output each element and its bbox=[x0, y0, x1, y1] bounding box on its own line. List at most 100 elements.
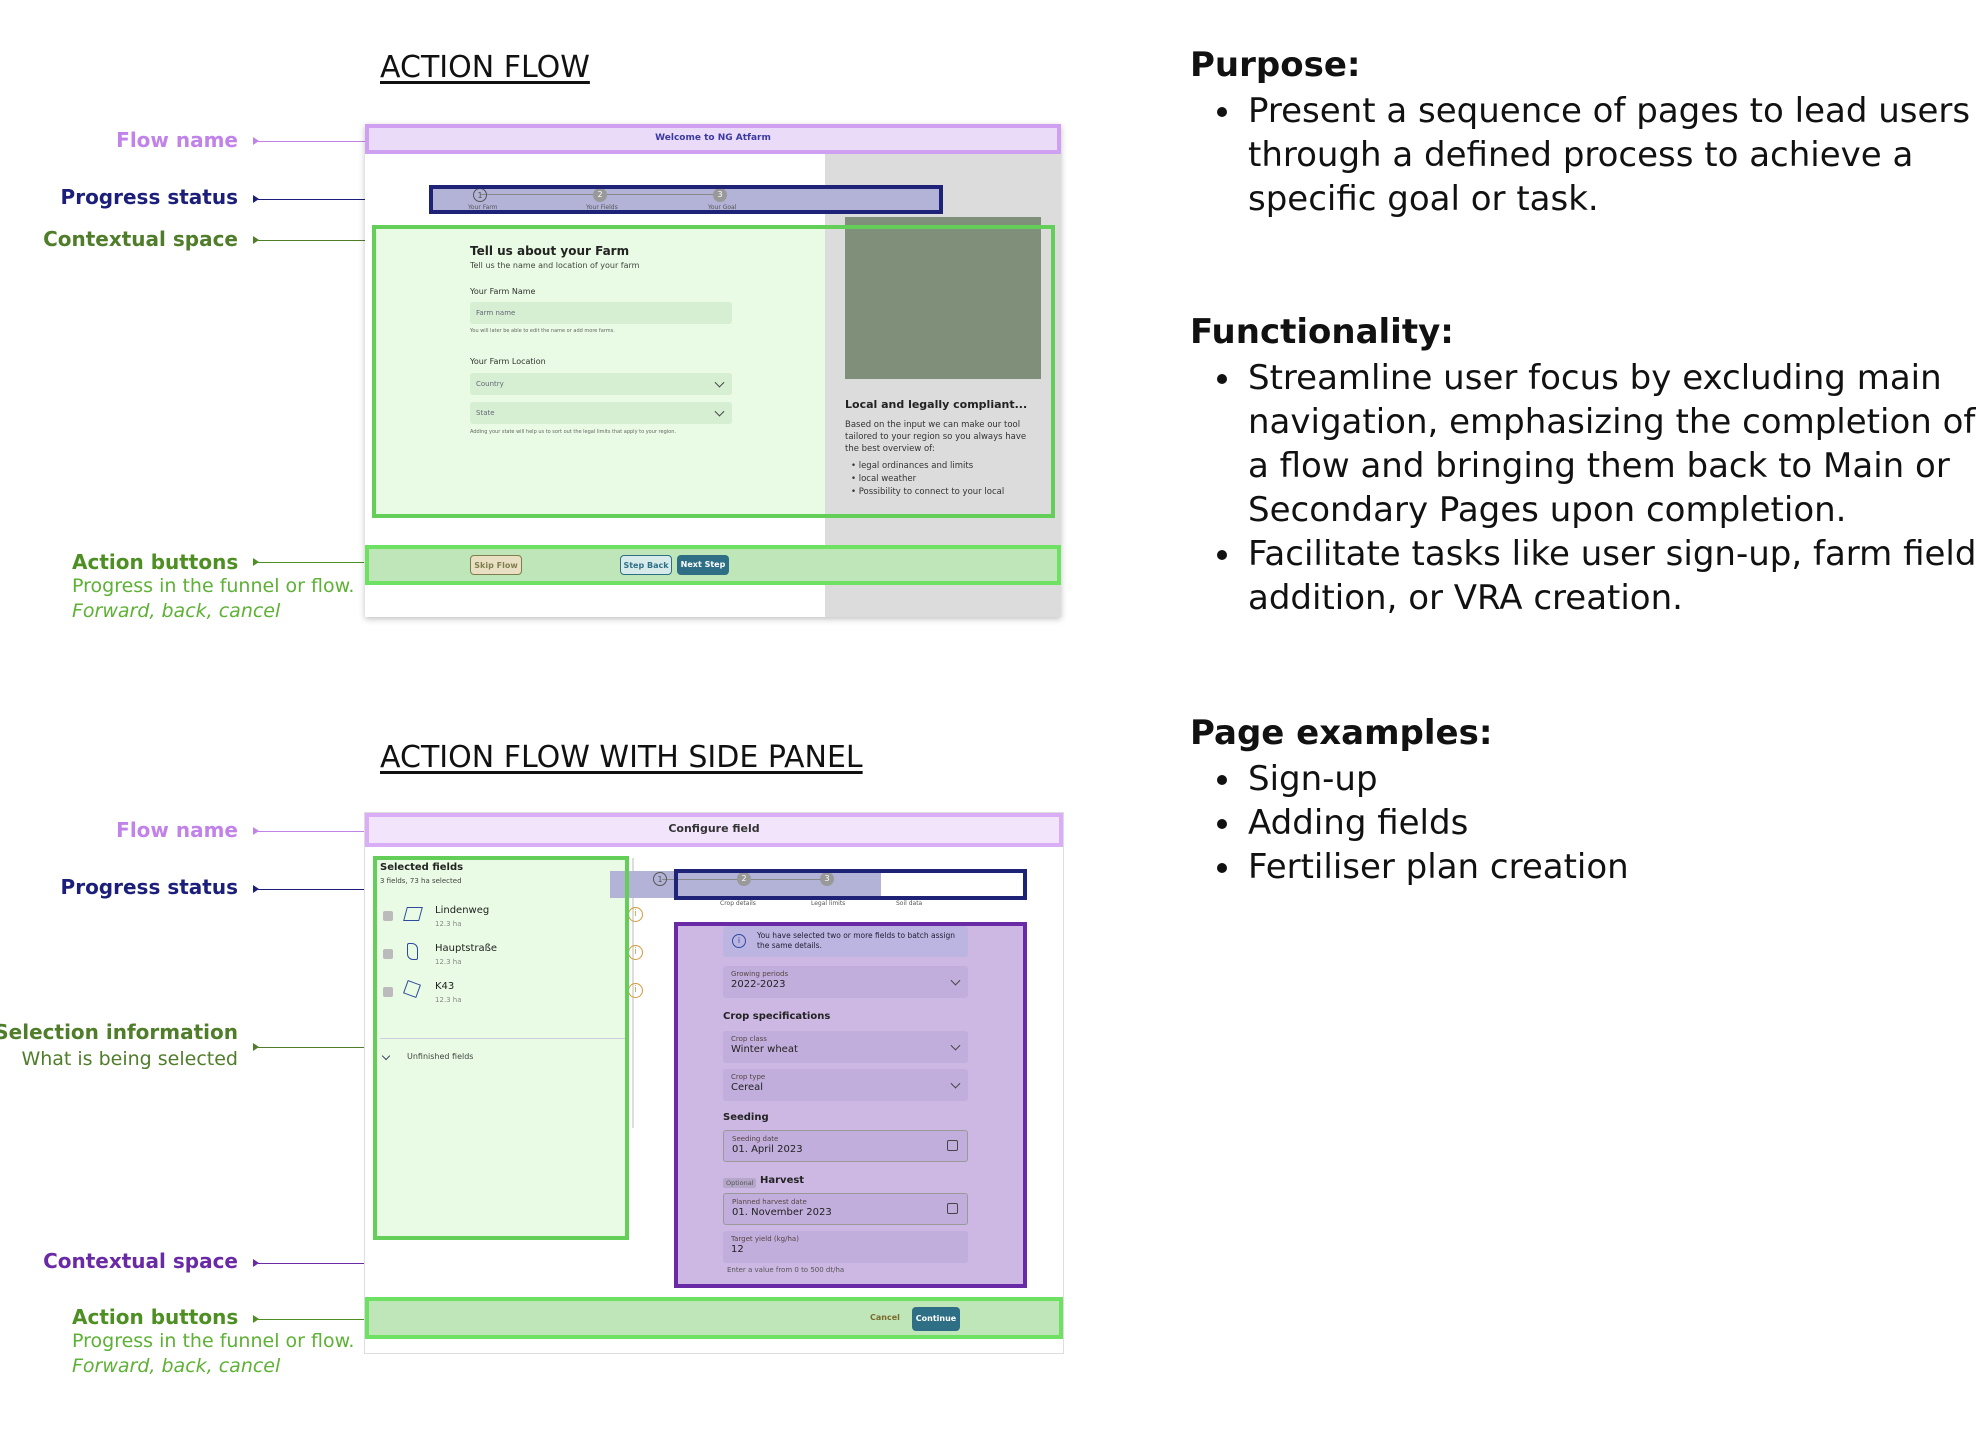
step-label: Your Goal bbox=[708, 204, 737, 211]
form-heading: Tell us about your Farm bbox=[470, 244, 630, 258]
highlight-flow-name bbox=[365, 813, 1063, 847]
side-bullet: • local weather bbox=[851, 474, 917, 484]
unfinished-fields-toggle[interactable]: Unfinished fields bbox=[407, 1052, 474, 1061]
functionality-heading: Functionality: bbox=[1190, 312, 1454, 352]
target-yield-input[interactable]: Target yield (kg/ha)12 bbox=[723, 1231, 968, 1263]
annotation-progress-status: Progress status bbox=[60, 185, 238, 209]
skip-flow-button[interactable]: Skip Flow bbox=[470, 555, 522, 575]
page-example-item: Fertiliser plan creation bbox=[1244, 845, 1980, 889]
connector-line bbox=[253, 827, 364, 835]
info-icon[interactable]: i bbox=[628, 983, 643, 998]
divider bbox=[380, 1038, 625, 1039]
step-label: Your Fields bbox=[586, 204, 618, 211]
annotation-action-buttons: Action buttons Progress in the funnel or… bbox=[72, 1305, 355, 1377]
highlight-progress-status bbox=[429, 185, 943, 214]
annotation-flow-name: Flow name bbox=[116, 128, 238, 152]
highlight-flow-name bbox=[365, 124, 1061, 154]
step-back-button[interactable]: Step Back bbox=[620, 555, 672, 575]
page-example-item: Adding fields bbox=[1244, 801, 1980, 845]
highlight-progress-status bbox=[674, 869, 1027, 900]
farm-name-input[interactable]: Farm name bbox=[470, 302, 732, 324]
connector-line bbox=[253, 558, 364, 566]
annotation-progress-status: Progress status bbox=[60, 875, 238, 899]
highlight-action-buttons bbox=[365, 1297, 1063, 1339]
side-bullet: • legal ordinances and limits bbox=[851, 461, 974, 471]
page-examples-section: Page examples: Sign-up Adding fields Fer… bbox=[1190, 713, 1980, 889]
step-indicator-1[interactable]: 1 bbox=[653, 872, 667, 886]
step-label: Legal limits bbox=[811, 900, 846, 907]
functionality-section: Functionality: Streamline user focus by … bbox=[1190, 312, 1980, 620]
state-select[interactable]: State bbox=[470, 402, 732, 424]
optional-badge: Optional bbox=[723, 1178, 757, 1188]
continue-button[interactable]: Continue bbox=[912, 1307, 960, 1331]
farm-name-hint: You will later be able to edit the name … bbox=[470, 328, 615, 334]
annotation-flow-name: Flow name bbox=[116, 818, 238, 842]
farm-name-label: Your Farm Name bbox=[470, 287, 536, 296]
next-step-button[interactable]: Next Step bbox=[677, 555, 729, 575]
form-subheading: Tell us the name and location of your fa… bbox=[470, 261, 640, 270]
calendar-icon[interactable] bbox=[947, 1203, 958, 1214]
step-indicator-2[interactable]: 2 bbox=[737, 872, 751, 886]
connector-line bbox=[253, 1043, 370, 1051]
state-hint: Adding your state will help us to sort o… bbox=[470, 429, 676, 435]
panel-title: Selected fields bbox=[380, 862, 464, 873]
form-area bbox=[373, 225, 825, 518]
action-flow-mockup: Welcome to NG Atfarm 1 2 3 Your Farm You… bbox=[365, 124, 1061, 617]
action-flow-side-panel-mockup: Configure field Selected fields 3 fields… bbox=[365, 813, 1063, 1353]
step-label: Soil data bbox=[896, 900, 923, 907]
progress-stepper: 1 2 3 Your Farm Your Fields Your Goal bbox=[430, 186, 942, 212]
connector-line bbox=[253, 1315, 364, 1323]
connector-line bbox=[253, 195, 420, 203]
flow-title-bar: Welcome to NG Atfarm bbox=[365, 124, 1061, 154]
info-icon: i bbox=[732, 934, 746, 948]
info-icon[interactable]: i bbox=[628, 907, 643, 922]
annotation-contextual-space: Contextual space bbox=[43, 1249, 238, 1273]
highlight-contextual-space bbox=[674, 922, 1027, 1288]
step-indicator-3[interactable]: 3 bbox=[820, 872, 834, 886]
annotation-contextual-space: Contextual space bbox=[43, 227, 238, 251]
page-examples-heading: Page examples: bbox=[1190, 713, 1493, 753]
yield-hint: Enter a value from 0 to 500 dt/ha bbox=[727, 1266, 845, 1274]
section-title-action-flow: ACTION FLOW bbox=[380, 50, 590, 85]
calendar-icon[interactable] bbox=[947, 1140, 958, 1151]
side-text: Based on the input we can make our tool … bbox=[845, 420, 1027, 454]
cancel-button[interactable]: Cancel bbox=[870, 1313, 900, 1322]
page-example-item: Sign-up bbox=[1244, 757, 1980, 801]
step-label: Crop details bbox=[720, 900, 756, 907]
side-bullets: • legal ordinances and limits • local we… bbox=[851, 460, 1004, 499]
functionality-item: Facilitate tasks like user sign-up, farm… bbox=[1244, 532, 1980, 620]
crop-specifications-heading: Crop specifications bbox=[723, 1011, 831, 1022]
side-image bbox=[845, 217, 1041, 379]
info-banner: i You have selected two or more fields t… bbox=[723, 926, 968, 957]
highlight-selection-information bbox=[373, 856, 629, 1240]
side-heading: Local and legally compliant... bbox=[845, 398, 1028, 411]
progress-stepper: 1 2 3 bbox=[610, 871, 881, 898]
selected-fields-panel bbox=[373, 858, 627, 1240]
country-select[interactable]: Country bbox=[470, 373, 732, 395]
connector-line bbox=[253, 236, 370, 244]
connector-line bbox=[253, 137, 366, 145]
step-label: Your Farm bbox=[468, 204, 498, 211]
seeding-heading: Seeding bbox=[723, 1112, 769, 1123]
side-bullet: • Possibility to connect to your local bbox=[851, 487, 1005, 497]
field-shape-icon bbox=[407, 943, 418, 960]
checkbox[interactable] bbox=[383, 987, 393, 997]
annotation-action-buttons: Action buttons Progress in the funnel or… bbox=[72, 550, 355, 622]
purpose-heading: Purpose: bbox=[1190, 45, 1361, 85]
step-indicator-3[interactable]: 3 bbox=[713, 188, 727, 202]
info-icon[interactable]: i bbox=[628, 945, 643, 960]
highlight-action-buttons bbox=[365, 545, 1061, 585]
checkbox[interactable] bbox=[383, 911, 393, 921]
checkbox[interactable] bbox=[383, 949, 393, 959]
flow-title-bar: Configure field bbox=[365, 813, 1063, 845]
annotation-selection-information: Selection information What is being sele… bbox=[0, 1020, 238, 1070]
step-indicator-2[interactable]: 2 bbox=[593, 188, 607, 202]
harvest-heading: Harvest bbox=[760, 1175, 805, 1186]
location-label: Your Farm Location bbox=[470, 357, 546, 366]
functionality-item: Streamline user focus by excluding main … bbox=[1244, 356, 1980, 532]
